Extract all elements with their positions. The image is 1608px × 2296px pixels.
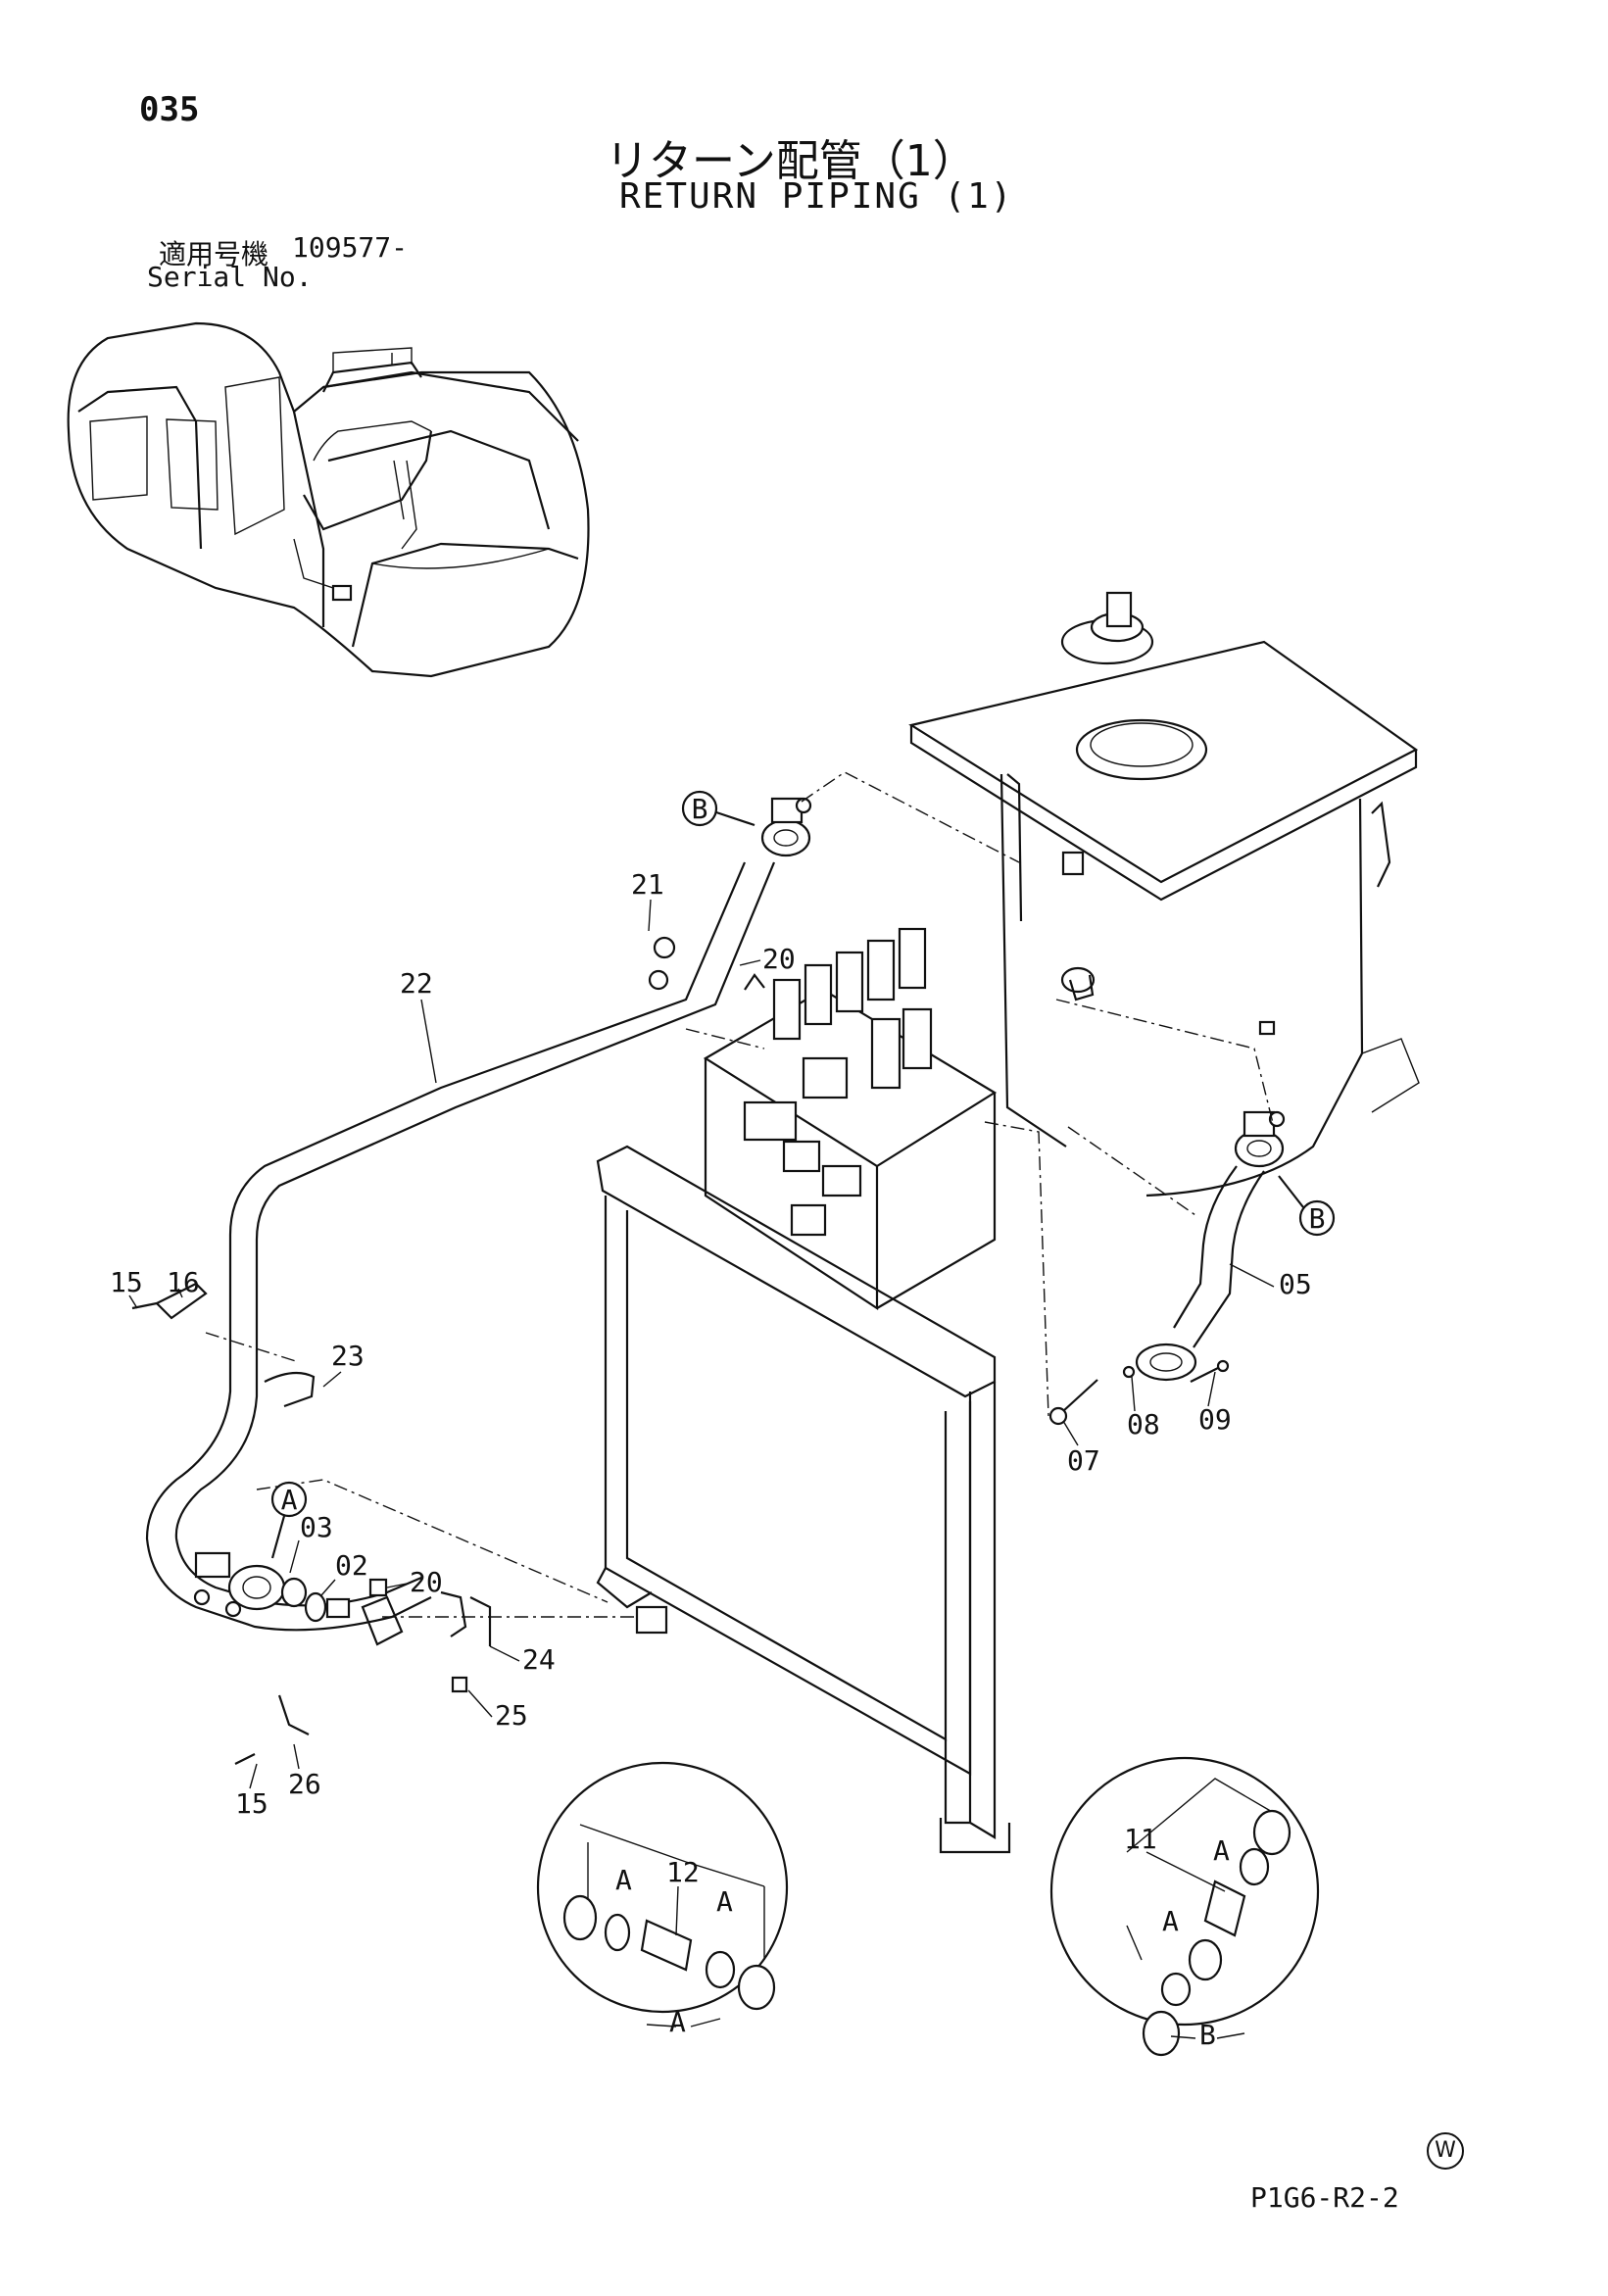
- title-english: RETURN PIPING (1): [619, 176, 1014, 217]
- detail-b-ref-a1: A: [1213, 1834, 1230, 1867]
- ref-b-top-bubble: B: [681, 790, 755, 827]
- ref-b-top: B: [692, 793, 708, 825]
- bolts-07-08-09: [1048, 1359, 1230, 1426]
- page-number: 035: [139, 90, 200, 129]
- return-hose-22: [145, 861, 776, 1632]
- return-hose-05: [1135, 1165, 1265, 1382]
- detail-b-ref-a2: A: [1162, 1905, 1179, 1937]
- detail-b-label: B: [1199, 2019, 1216, 2051]
- valve-spools: [772, 927, 933, 1090]
- callout-02: 02: [335, 1549, 368, 1582]
- detail-a-ref-a2: A: [716, 1885, 733, 1918]
- clamp-b-right: [1234, 1110, 1286, 1168]
- clamp-b-top: [760, 797, 812, 857]
- ref-a-left: A: [281, 1484, 298, 1516]
- callout-07: 07: [1067, 1444, 1100, 1477]
- title-japanese: リターン配管（1）: [606, 136, 976, 186]
- detail-a-circle: [536, 1761, 789, 2014]
- leader-lines: [205, 771, 1275, 1618]
- callout-16: 16: [167, 1266, 200, 1298]
- hydraulic-tank: [908, 591, 1420, 1197]
- w-mark-symbol: W: [1427, 2132, 1464, 2170]
- callout-05: 05: [1279, 1268, 1312, 1300]
- callout-08: 08: [1127, 1408, 1160, 1441]
- detail-a-ref-a1: A: [615, 1864, 632, 1896]
- control-valve: [648, 927, 998, 1311]
- callout-03: 03: [300, 1511, 333, 1543]
- callout-20-upper: 20: [762, 943, 796, 975]
- callout-20-lower: 20: [410, 1566, 443, 1598]
- callout-25: 25: [495, 1699, 528, 1732]
- excavator-overview-illustration: [67, 321, 590, 678]
- callout-15-lower: 15: [235, 1787, 268, 1820]
- detail-a-label: A: [669, 2006, 686, 2038]
- detail-b-circle: [1049, 1756, 1320, 2057]
- ref-a-left-bubble: A: [270, 1481, 308, 1559]
- ref-b-right: B: [1309, 1202, 1326, 1235]
- callout-15-upper: 15: [110, 1266, 143, 1298]
- left-small-parts: [131, 1282, 492, 1765]
- callout-numbers: 21 20 22 05 15 16 23 07 08 09 03 02 20 2…: [110, 868, 1312, 1936]
- drawing-code: P1G6-R2-2: [1250, 2181, 1399, 2214]
- serial-label-english: Serial No.: [147, 261, 313, 293]
- callout-23: 23: [331, 1340, 365, 1372]
- ref-b-right-bubble: B: [1278, 1175, 1336, 1237]
- serial-number-value: 109577-: [292, 231, 409, 264]
- callout-21: 21: [631, 868, 664, 901]
- callout-24: 24: [522, 1643, 556, 1676]
- oil-cooler: [596, 1145, 1011, 1854]
- callout-22: 22: [400, 967, 433, 1000]
- callout-26: 26: [288, 1768, 321, 1800]
- callout-12: 12: [666, 1856, 700, 1888]
- serial-label-japanese: 適用号機: [159, 238, 269, 270]
- callout-09: 09: [1198, 1403, 1232, 1436]
- callout-11: 11: [1124, 1823, 1157, 1855]
